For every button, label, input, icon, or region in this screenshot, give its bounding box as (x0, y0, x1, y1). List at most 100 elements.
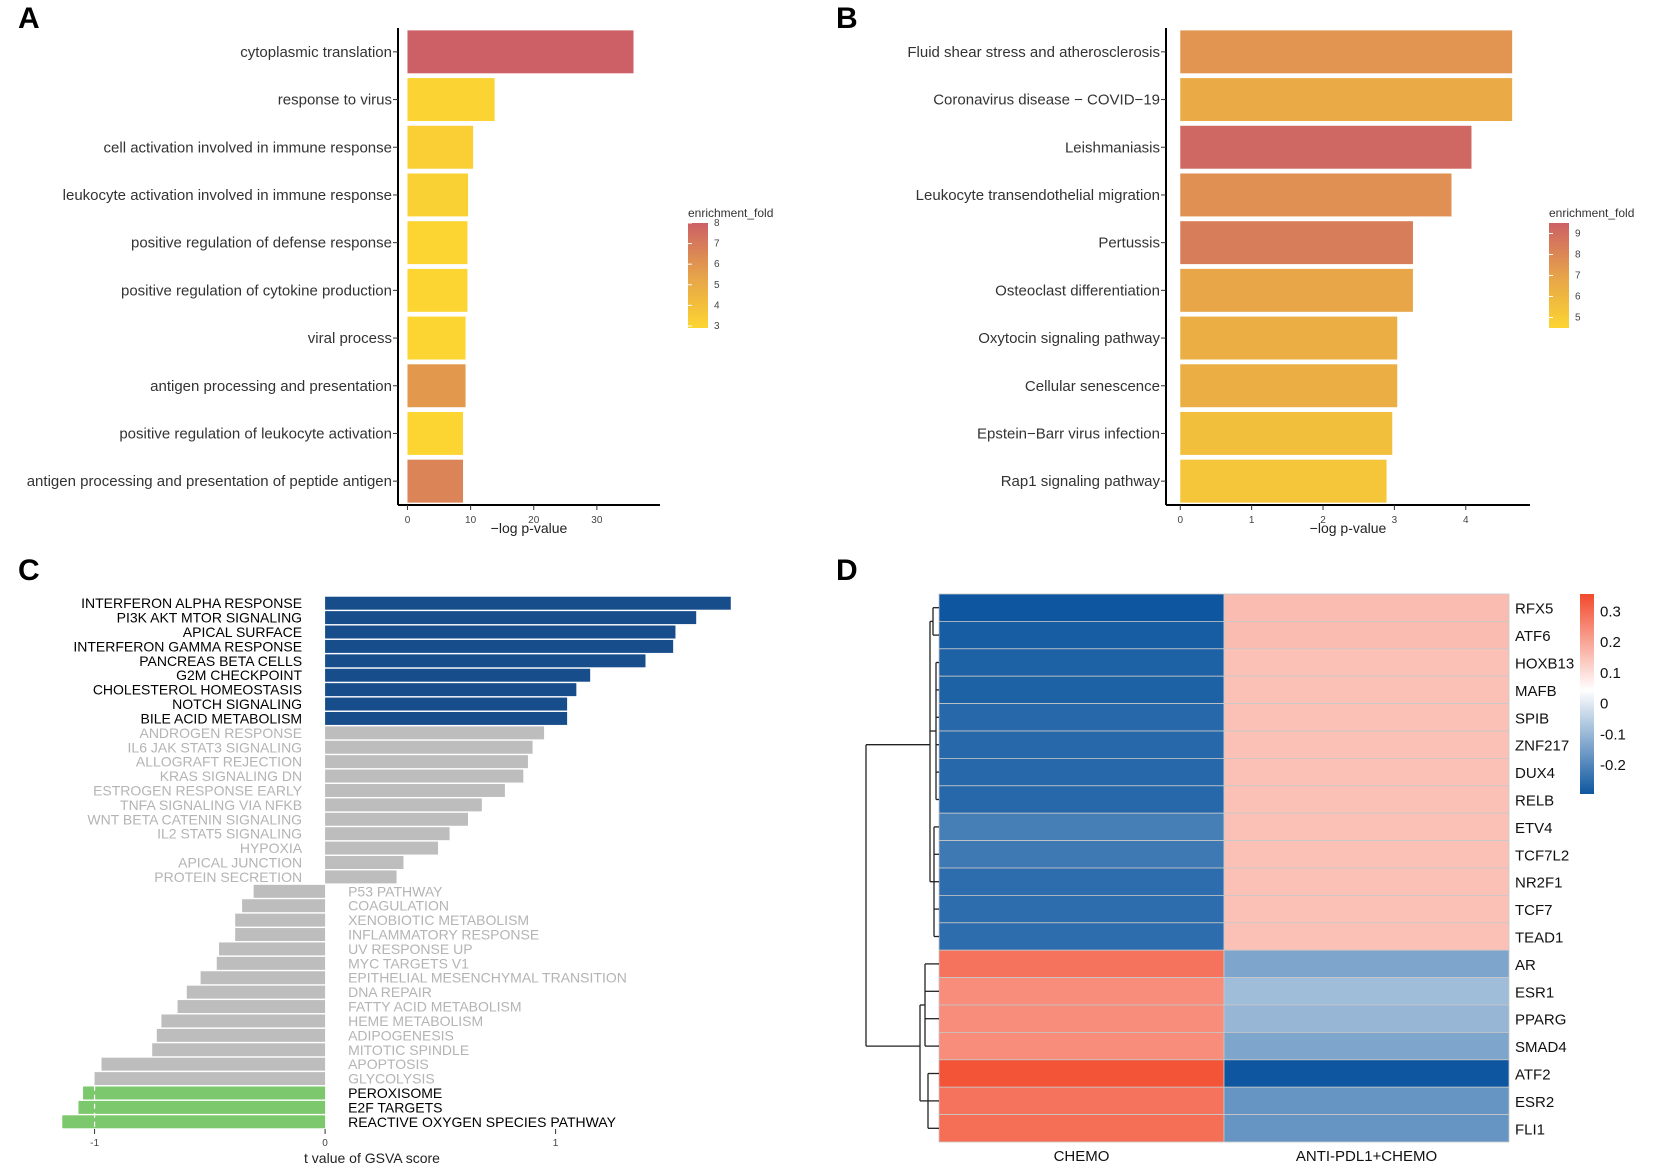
heatmap-cell (938, 922, 1225, 951)
panel-b-bar-chart: Fluid shear stress and atherosclerosisCo… (907, 28, 1634, 536)
heatmap-cell (1223, 593, 1510, 622)
bar (325, 654, 646, 668)
row-label: FLI1 (1515, 1121, 1545, 1138)
pathway-label: PI3K AKT MTOR SIGNALING (117, 610, 302, 626)
row-label: PPARG (1515, 1012, 1566, 1029)
heatmap-cell (938, 949, 1225, 979)
bar (325, 683, 577, 697)
pathway-label: ESTROGEN RESPONSE EARLY (93, 782, 303, 798)
legend-colorbar (1549, 223, 1569, 328)
bar (325, 625, 676, 639)
category-label: antigen processing and presentation of p… (27, 473, 392, 490)
x-axis-title: −log p-value (491, 520, 568, 536)
legend-tick-label: -0.2 (1600, 757, 1626, 774)
bar (200, 971, 326, 985)
heatmap-cell (1223, 1086, 1510, 1115)
heatmap-cell (938, 1004, 1225, 1033)
pathway-label: DNA REPAIR (348, 984, 432, 1000)
heatmap-cell (938, 895, 1225, 924)
category-label: positive regulation of defense response (131, 235, 392, 252)
pathway-label: COAGULATION (348, 898, 449, 914)
bar (325, 726, 545, 740)
row-label: MAFB (1515, 683, 1557, 700)
bar (62, 1115, 326, 1129)
category-label: antigen processing and presentation (150, 378, 392, 395)
bar (1180, 268, 1413, 312)
bar (235, 928, 326, 942)
category-label: Pertussis (1098, 235, 1160, 252)
legend-tick-label: 9 (1575, 229, 1581, 240)
category-label: Epstein−Barr virus infection (977, 425, 1160, 442)
category-label: Coronavirus disease − COVID−19 (933, 92, 1160, 109)
bar (177, 1000, 326, 1014)
heatmap-cell (1223, 730, 1510, 759)
bar (407, 221, 468, 265)
legend-tick-label: 6 (714, 259, 720, 270)
heatmap-cell (1223, 703, 1510, 732)
pathway-label: MYC TARGETS V1 (348, 955, 469, 971)
row-label: ETV4 (1515, 820, 1553, 837)
column-label: CHEMO (1054, 1148, 1110, 1165)
row-label: RFX5 (1515, 601, 1553, 618)
legend-title: enrichment_fold (1549, 206, 1634, 220)
bar (325, 870, 397, 884)
legend-tick-label: 5 (714, 280, 720, 291)
x-axis-title: −log p-value (1310, 520, 1387, 536)
pathway-label: XENOBIOTIC METABOLISM (348, 912, 529, 928)
bar (325, 798, 482, 812)
pathway-label: MITOTIC SPINDLE (348, 1042, 469, 1058)
row-label: DUX4 (1515, 765, 1555, 782)
pathway-label: APICAL SURFACE (183, 624, 302, 640)
bar (216, 956, 326, 970)
legend-tick-label: 0 (1600, 696, 1608, 713)
legend-title: enrichment_fold (688, 206, 773, 220)
bar (1180, 411, 1393, 455)
heatmap-cell (1223, 922, 1510, 951)
pathway-label: TNFA SIGNALING VIA NFKB (120, 797, 302, 813)
bar (407, 411, 464, 455)
pathway-label: PROTEIN SECRETION (154, 869, 302, 885)
bar (83, 1086, 326, 1100)
panel-label-c: C (18, 554, 40, 587)
heatmap-cell (938, 758, 1225, 787)
legend-tick-label: 0.1 (1600, 665, 1621, 682)
bar (219, 942, 326, 956)
bar (1180, 221, 1413, 265)
bar (325, 711, 568, 725)
legend-colorbar (688, 223, 708, 328)
bar (325, 668, 591, 682)
bar (407, 173, 469, 217)
column-label: ANTI-PDL1+CHEMO (1296, 1148, 1437, 1165)
heatmap-cell (938, 730, 1225, 759)
legend-tick-label: -0.1 (1600, 726, 1626, 743)
x-tick-label: 1 (553, 1138, 559, 1149)
heatmap-cell (1223, 785, 1510, 814)
panel-label-d: D (836, 554, 858, 587)
x-tick-label: 10 (465, 515, 477, 526)
row-label: TCF7 (1515, 902, 1553, 919)
heatmap-cell (938, 1086, 1225, 1115)
bar (325, 639, 674, 653)
category-label: cell activation involved in immune respo… (104, 139, 392, 156)
x-tick-label: 0 (1177, 515, 1183, 526)
bar (325, 841, 439, 855)
pathway-label: INFLAMMATORY RESPONSE (348, 927, 539, 943)
legend-tick-label: 8 (1575, 250, 1581, 261)
bar (407, 30, 634, 74)
category-label: positive regulation of leukocyte activat… (119, 425, 392, 442)
bar (325, 596, 731, 610)
pathway-label: G2M CHECKPOINT (176, 667, 302, 683)
legend-tick-label: 7 (1575, 271, 1581, 282)
legend-tick-label: 6 (1575, 292, 1581, 303)
legend-tick-label: 0.2 (1600, 634, 1621, 651)
row-label: AR (1515, 957, 1536, 974)
heatmap-cell (938, 703, 1225, 732)
category-label: leukocyte activation involved in immune … (63, 187, 392, 204)
heatmap-cell (1223, 867, 1510, 896)
bar (152, 1043, 326, 1057)
bar (235, 913, 326, 927)
pathway-label: GLYCOLYSIS (348, 1071, 435, 1087)
bar (325, 827, 450, 841)
legend-colorbar (1580, 594, 1594, 794)
